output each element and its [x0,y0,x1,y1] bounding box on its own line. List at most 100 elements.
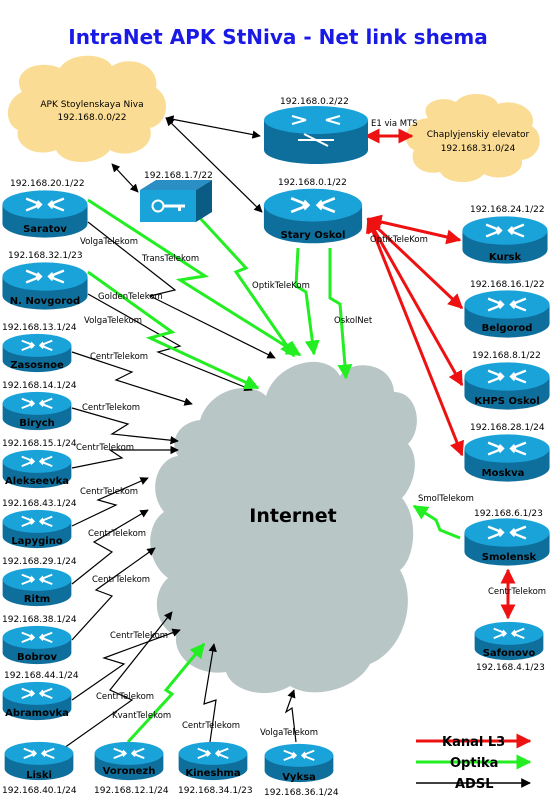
label-optik-1: OptikTeleKom [252,281,310,291]
label-ritm: CentrTelekom [88,529,146,539]
link-belgorod [366,217,464,310]
router-safonovo: Safonovo 192.168.4.1/23 [473,620,545,673]
router-alekseevka: 192.168.15.1/24 Alekseevka [1,439,77,490]
label-e1: E1 via MTS [371,119,418,129]
router-ritm: 192.168.29.1/24 Ritm [1,557,77,608]
link-labels: VolgaTelekom TransTelekom OptikTeleKom O… [76,119,546,738]
voronezh-name: Voronezh [103,766,156,777]
belgorod-name: Belgorod [482,323,533,334]
khps-oskol-name: KHPS Oskol [474,396,539,407]
stary-oskol-name: Stary Oskol [281,230,346,241]
label-saratov-volga: VolgaTelekom [80,237,138,247]
internet-label: Internet [249,505,336,527]
liski-name: Liski [26,770,52,781]
birych-name: Birych [19,418,55,429]
voronezh-ip: 192.168.12.1/24 [94,786,169,796]
moskva-ip: 192.168.28.1/24 [470,423,545,433]
n-novgorod-ip: 192.168.32.1/23 [8,251,83,261]
router-belgorod: 192.168.16.1/22 Belgorod [463,280,551,339]
router-khps-oskol: 192.168.8.1/22 KHPS Oskol [463,351,551,411]
link-smolensk-optic [412,504,461,540]
label-zasosnoe: CentrTelekom [90,352,148,362]
alekseevka-ip: 192.168.15.1/24 [2,439,77,449]
link-nn-optic [87,270,260,390]
zasosnoe-name: Zasosnoe [10,360,64,371]
link-birych-adsl [71,407,179,445]
kineshma-name: Kineshma [185,768,240,779]
vyksa-ip: 192.168.36.1/24 [264,788,339,798]
abramovka-name: Abramovka [5,708,69,719]
safonovo-ip: 192.168.4.1/23 [476,663,545,673]
router-saratov: 192.168.20.1/22 Saratov [1,179,89,239]
hub-cloud-name: APK Stoylenskaya Niva [40,100,143,110]
belgorod-ip: 192.168.16.1/22 [470,280,545,290]
router-lapygino: 192.168.43.1/24 Lapygino [1,499,77,550]
link-kineshma-adsl [203,643,217,743]
vyksa-name: Vyksa [282,772,316,783]
link-hub-core [165,115,261,139]
link-abramovka-adsl [71,628,181,701]
link-liski-adsl [63,611,173,749]
link-zasosnoe-adsl [71,351,193,406]
link-bobrov-adsl [71,547,156,641]
legend-adsl-label: ADSL [455,777,494,792]
kineshma-ip: 192.168.34.1/23 [178,786,253,796]
label-safonovo: CentrTelekom [488,587,546,597]
kursk-ip: 192.168.24.1/22 [470,205,545,215]
n-novgorod-name: N. Novgorod [10,296,80,307]
khps-oskol-ip: 192.168.8.1/22 [472,351,541,361]
smolensk-name: Smolensk [482,552,537,563]
vpn-ip: 192.168.1.7/22 [144,171,213,181]
internet-cloud: Internet [150,361,417,694]
router-vyksa: Vyksa 192.168.36.1/24 [263,742,339,798]
label-abramovka: CentrTelekom [110,631,168,641]
link-moskva [366,217,464,457]
page-title: IntraNet APK StNiva - Net link shema [68,25,487,49]
saratov-name: Saratov [23,224,67,235]
label-golden: GoldenTelekom [98,292,163,302]
router-kursk: 192.168.24.1/22 Kursk [461,205,549,265]
label-optik-2: OptikTeleKom [370,235,428,245]
router-voronezh: Voronezh 192.168.12.1/24 [93,740,169,796]
lapygino-name: Lapygino [11,536,63,547]
router-birych: 192.168.14.1/24 Birych [1,381,77,432]
router-moskva: 192.168.28.1/24 Moskva [463,423,551,483]
core-router-ip: 192.168.0.2/22 [280,97,349,107]
adsl-links [63,115,297,749]
link-voronezh-optic [126,642,206,744]
label-lapygino: CentrTelekom [80,487,138,497]
link-vpn-optic [198,216,296,358]
link-hub-oskol [165,117,263,213]
router-abramovka: 192.168.44.1/24 Abramovka [1,671,79,722]
router-kineshma: Kineshma 192.168.34.1/23 [177,740,253,796]
stary-oskol-ip: 192.168.0.1/22 [278,178,347,188]
legend-optika-label: Optika [450,756,498,771]
kursk-name: Kursk [489,252,522,263]
legend: Kanal L3 Optika ADSL [416,733,532,792]
router-zasosnoe: 192.168.13.1/24 Zasosnoe [1,323,77,374]
link-lapygino-adsl [71,477,149,527]
optic-links [87,198,461,744]
vpn-device: 192.168.1.7/22 [140,171,213,222]
link-oskol-optic-1 [294,247,320,356]
link-alekseevka-adsl [71,445,179,469]
l3-links [364,128,516,620]
bobrov-ip: 192.168.38.1/24 [2,615,77,625]
bobrov-name: Bobrov [17,652,57,663]
link-hub-vpn [111,163,139,193]
label-smol: SmolTelekom [418,494,474,504]
link-oskol-optic-2 [328,248,353,380]
link-ritm-adsl [71,509,149,585]
zasosnoe-ip: 192.168.13.1/24 [2,323,77,333]
label-kineshma: CentrTelekom [182,721,240,731]
label-vyksa: VolgaTelekom [260,728,318,738]
elevator-cloud: Chaplyjenskiy elevator 192.168.31.0/24 [405,93,540,183]
hub-cloud-ip: 192.168.0.0/22 [58,113,127,123]
birych-ip: 192.168.14.1/24 [2,381,77,391]
ritm-name: Ritm [24,594,50,605]
core-router: 192.168.0.2/22 [264,97,368,164]
label-birych: CentrTelekom [82,403,140,413]
label-alekseevka: CentrTelekom [76,443,134,453]
ritm-ip: 192.168.29.1/24 [2,557,77,567]
